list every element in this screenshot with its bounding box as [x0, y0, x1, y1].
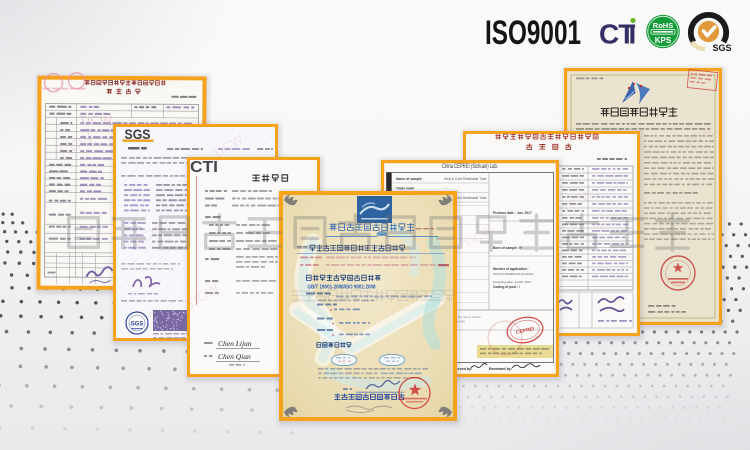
- svg-text:I: I: [629, 19, 637, 50]
- svg-text:ISO9001: ISO9001: [485, 14, 581, 52]
- svg-text:Approved by:: Approved by:: [449, 367, 472, 371]
- svg-text:KPS: KPS: [655, 36, 672, 45]
- svg-text:China CEPREI (Sichuan) Lab.: China CEPREI (Sichuan) Lab.: [442, 164, 498, 170]
- svg-text:Coding of pool : /: Coding of pool : /: [493, 285, 520, 289]
- svg-text:RoHS: RoHS: [653, 21, 673, 30]
- svg-text:Chen Qian: Chen Qian: [218, 352, 251, 361]
- svg-text:Born of sample: 5*: Born of sample: 5*: [493, 246, 523, 250]
- svg-text:Heat & Cold Shrinkable Tube: Heat & Cold Shrinkable Tube: [444, 196, 487, 200]
- svg-text:TICW: TICW: [79, 113, 113, 128]
- svg-text:Heat & Cold Shrinkable Tube: Heat & Cold Shrinkable Tube: [444, 177, 487, 181]
- svg-text:SGS: SGS: [125, 127, 151, 142]
- svg-text:CT: CT: [599, 19, 635, 50]
- svg-text:Produce date : Jun. 2017: Produce date : Jun. 2017: [493, 211, 532, 215]
- svg-text:SCC(17)-500684-04-10-RoHS: SCC(17)-500684-04-10-RoHS: [493, 272, 533, 276]
- svg-text:CEPREI: CEPREI: [515, 326, 535, 336]
- svg-text:Trade mark: Trade mark: [396, 187, 414, 191]
- svg-text:CTI: CTI: [190, 159, 218, 176]
- svg-text:Name of sample: Name of sample: [396, 177, 422, 181]
- svg-text:Sampling date: Jul.03, 2017: Sampling date: Jul.03, 2017: [493, 280, 532, 284]
- svg-text:GB/T 19001-2008/ISO 9001:2008: GB/T 19001-2008/ISO 9001:2008: [308, 284, 377, 290]
- svg-text:Number of application :: Number of application :: [493, 267, 529, 271]
- svg-text:SGS: SGS: [131, 322, 144, 328]
- svg-text:Reviewed by:: Reviewed by:: [489, 367, 512, 371]
- svg-text:---: ---: [444, 187, 447, 191]
- svg-text:Chen Lijun: Chen Lijun: [218, 339, 252, 348]
- svg-text:SGS: SGS: [713, 43, 732, 53]
